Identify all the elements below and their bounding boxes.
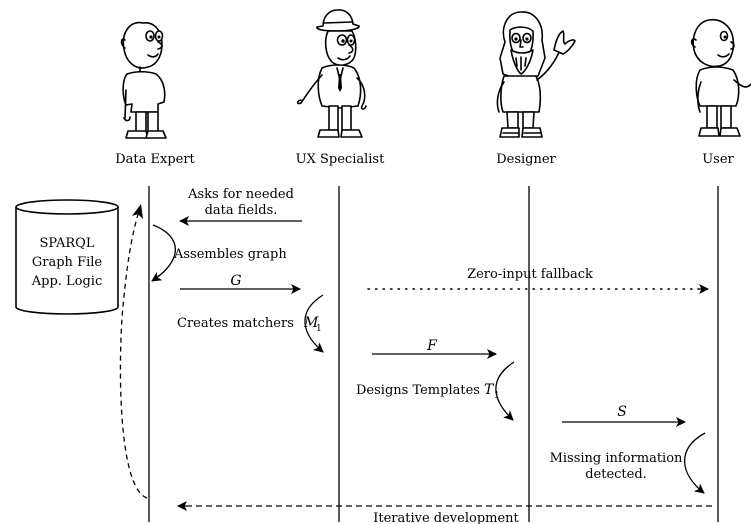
actor-ux-specialist-figure — [296, 9, 367, 138]
actor-data-expert-figure — [120, 21, 167, 139]
actor-ux-specialist-label: UX Specialist — [296, 152, 385, 167]
missing-info-label-line1: Missing information — [550, 451, 683, 466]
assembles-label: Assembles graph — [173, 247, 287, 262]
iterative-label: Iterative development — [373, 511, 519, 524]
missing-info-label-line2: detected. — [585, 467, 647, 482]
m-label: M — [303, 315, 319, 331]
actor-data-expert-label: Data Expert — [115, 152, 195, 167]
t-subscript: 1 — [494, 391, 500, 401]
asks-label-line2: data fields. — [205, 203, 278, 218]
s-label: S — [617, 404, 627, 420]
actor-designer-figure — [496, 11, 576, 138]
actor-designer-label: Designer — [496, 152, 556, 167]
assembles-self-arrow — [151, 224, 177, 282]
database-label-line2: Graph File — [32, 255, 103, 270]
iterative-return-curve — [119, 210, 148, 499]
g-label: G — [230, 273, 241, 289]
database-label-line1: SPARQL — [40, 236, 95, 251]
asks-label-line1: Asks for needed — [187, 187, 294, 202]
database-cylinder — [15, 199, 119, 315]
actor-user-label: User — [702, 152, 734, 167]
creates-matchers-self-arrow — [304, 294, 324, 353]
database-label-line3: App. Logic — [31, 274, 103, 289]
actor-user-figure — [690, 18, 751, 137]
creates-matchers-label: Creates matchers — [177, 316, 294, 331]
zero-input-label: Zero-input fallback — [467, 267, 593, 282]
designs-templates-self-arrow — [495, 361, 515, 421]
m-subscript: 1 — [316, 324, 322, 334]
designs-templates-label: Designs Templates — [356, 383, 480, 398]
f-label: F — [426, 338, 438, 354]
missing-info-self-arrow — [683, 432, 706, 494]
iterative-return-arrowhead — [132, 204, 143, 219]
t-label: T — [484, 382, 495, 398]
